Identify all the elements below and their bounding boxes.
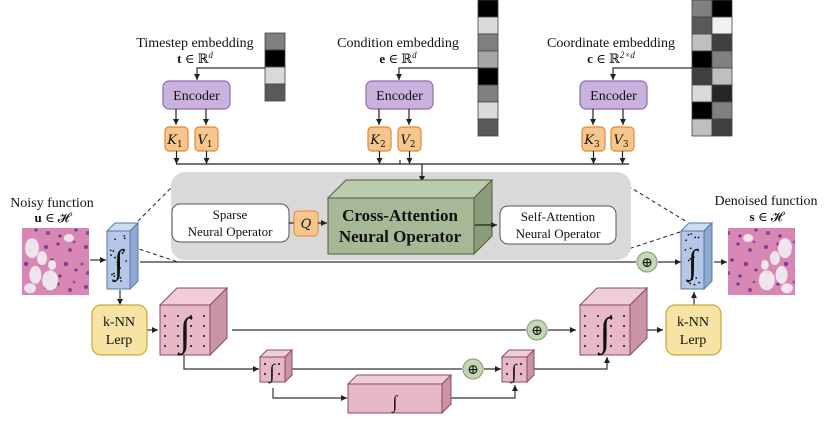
- embedding-cell: [264, 83, 286, 102]
- integral-symbol: ∫: [392, 392, 399, 413]
- encoder-3: Encoder: [579, 80, 648, 125]
- knn-lerp-right: k-NN Lerp: [665, 304, 722, 356]
- encoder-label: Encoder: [376, 89, 423, 104]
- plus-symbol: ⊕: [467, 363, 479, 378]
- condition-embedding: [477, 0, 499, 137]
- embedding-cell: [691, 67, 713, 86]
- coordinate-embedding-title: Coordinate embedding: [547, 36, 675, 51]
- embedding-cell: [711, 0, 733, 18]
- decoder-integral-block-large: ∫: [578, 286, 649, 357]
- integral-symbol: ∫: [597, 309, 614, 356]
- noisy-function-image: [22, 228, 89, 295]
- embedding-cell: [477, 118, 499, 137]
- input-integral-block: ∫: [105, 221, 140, 291]
- query-label: Q: [301, 217, 312, 232]
- k-box-3: K3: [581, 126, 606, 164]
- embedding-cell: [711, 50, 733, 69]
- embedding-cell: [691, 16, 713, 35]
- embedding-cell: [691, 101, 713, 120]
- integral-symbol: ∫: [112, 244, 126, 283]
- embedding-cell: [264, 49, 286, 68]
- embedding-cell: [477, 16, 499, 35]
- coordinate-embedding: [691, 0, 733, 137]
- cross-attn-line2: Neural Operator: [339, 227, 462, 246]
- sparse-op-line1: Sparse: [213, 207, 248, 222]
- embedding-connectors: [194, 67, 692, 80]
- denoised-function-image: [728, 228, 795, 295]
- embedding-cell: [477, 0, 499, 18]
- embedding-cell: [691, 0, 713, 18]
- skip-add-node-middle: ⊕: [526, 319, 548, 341]
- integral-symbol: ∫: [267, 361, 276, 384]
- integral-symbol: ∫: [177, 309, 194, 356]
- query-box: Q: [293, 210, 319, 237]
- noisy-function-symbol: u ∈ 𝓗: [34, 210, 72, 225]
- v-box-2: V2: [397, 126, 422, 164]
- encoder-label: Encoder: [590, 89, 637, 104]
- encoder-1: Encoder: [162, 80, 231, 125]
- v-box-1: V1: [194, 126, 219, 164]
- k-box-2: K2: [367, 126, 392, 164]
- denoised-function-title: Denoised function: [714, 194, 817, 209]
- embedding-cell: [691, 118, 713, 137]
- knn-right-line1: k-NN: [677, 315, 709, 330]
- skip-add-node-bottom: ⊕: [462, 358, 484, 380]
- encoder-integral-block-small: ∫: [258, 348, 294, 384]
- embedding-cell: [477, 50, 499, 69]
- embedding-cell: [711, 84, 733, 103]
- embedding-cell: [711, 33, 733, 52]
- encoder-integral-block-large: ∫: [158, 286, 229, 357]
- timestep-embedding-title: Timestep embedding: [136, 36, 253, 51]
- embedding-cell: [711, 16, 733, 35]
- sparse-op-line2: Neural Operator: [188, 224, 273, 239]
- knn-left-line2: Lerp: [106, 333, 132, 348]
- cross-attention-neural-operator: [326, 178, 494, 256]
- encoder-label: Encoder: [173, 89, 220, 104]
- embedding-cell: [691, 50, 713, 69]
- encoder-2: Encoder: [365, 80, 434, 125]
- k-box-1: K1: [164, 126, 189, 164]
- output-integral-block: ∫: [679, 221, 714, 291]
- noisy-function-title: Noisy function: [10, 196, 94, 211]
- self-attn-line1: Self-Attention: [521, 209, 596, 224]
- integral-symbol: ∫: [686, 244, 700, 283]
- knn-left-line1: k-NN: [103, 315, 135, 330]
- knn-right-line2: Lerp: [680, 333, 706, 348]
- timestep-embedding-symbol: t ∈ ℝd: [177, 50, 213, 66]
- embedding-cell: [691, 33, 713, 52]
- denoised-function-symbol: s ∈ 𝓗: [750, 209, 786, 224]
- condition-embedding-symbol: e ∈ ℝd: [379, 50, 417, 66]
- self-attn-line2: Neural Operator: [516, 226, 601, 241]
- embedding-cell: [477, 33, 499, 52]
- integral-symbol: ∫: [509, 361, 518, 384]
- coordinate-embedding-symbol: c ∈ ℝ2×d: [587, 50, 635, 66]
- embedding-cell: [711, 101, 733, 120]
- plus-symbol: ⊕: [641, 256, 653, 271]
- v-box-3: V3: [610, 126, 635, 164]
- embedding-cell: [477, 67, 499, 86]
- bottleneck-integral-block: ∫: [346, 373, 453, 415]
- kv-bus: [176, 160, 629, 182]
- embedding-cell: [264, 66, 286, 85]
- main-path-lines: [90, 257, 727, 401]
- condition-embedding-title: Condition embedding: [337, 36, 459, 51]
- self-attention-neural-operator: Self-Attention Neural Operator: [499, 205, 617, 245]
- embedding-cell: [264, 32, 286, 51]
- embedding-cell: [711, 67, 733, 86]
- cross-attn-line1: Cross-Attention: [342, 206, 458, 225]
- embedding-cell: [477, 101, 499, 120]
- timestep-embedding: [264, 32, 286, 102]
- knn-lerp-left: k-NN Lerp: [91, 304, 148, 356]
- decoder-integral-block-small: ∫: [500, 348, 536, 384]
- embedding-cell: [711, 118, 733, 137]
- embedding-cell: [691, 84, 713, 103]
- embedding-cell: [477, 84, 499, 103]
- plus-symbol: ⊕: [531, 324, 543, 339]
- sparse-neural-operator: Sparse Neural Operator: [171, 203, 290, 243]
- skip-add-node-top: ⊕: [636, 251, 658, 273]
